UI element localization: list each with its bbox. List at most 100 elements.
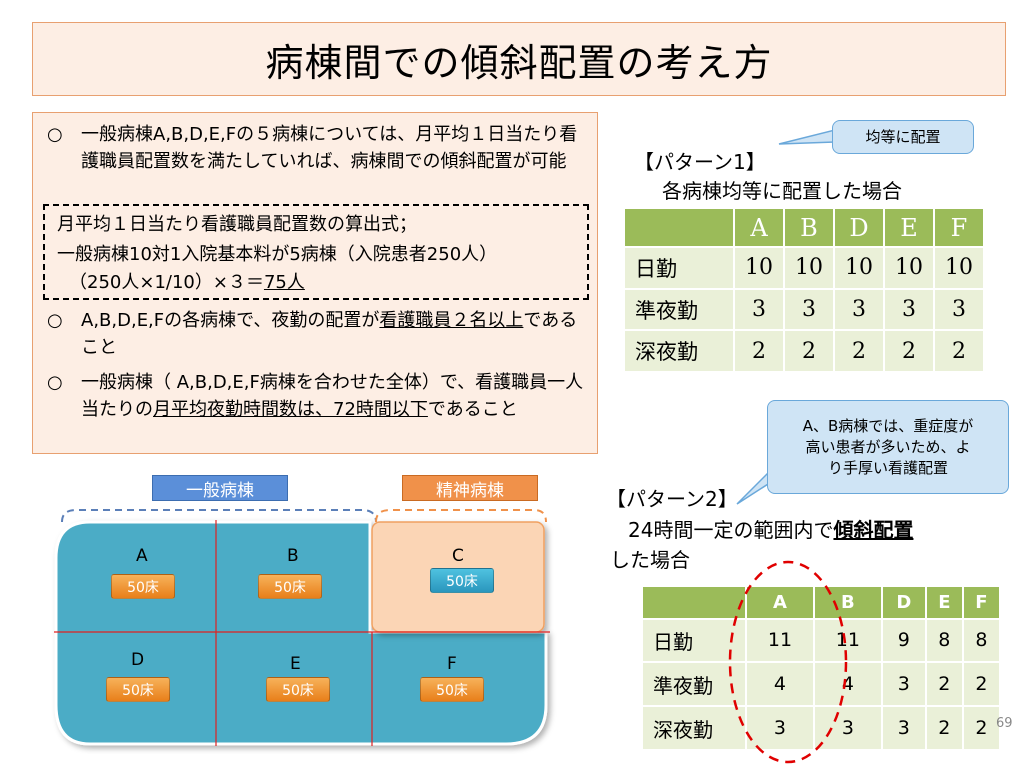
rule-1-text: 一般病棟A,B,D,E,Fの５病棟については、月平均１日当たり看護職員配置数を満… bbox=[81, 124, 578, 172]
formula-result: 75人 bbox=[263, 272, 305, 293]
row-label: 日勤 bbox=[623, 246, 735, 290]
table-cell: 2 bbox=[833, 329, 885, 373]
callout-2-line: 高い患者が多いため、よ bbox=[805, 437, 971, 456]
header-cell: E bbox=[883, 206, 935, 249]
ward-d-beds: 50床 bbox=[106, 677, 170, 702]
table-row: 深夜勤 3 3 3 2 2 bbox=[641, 705, 1002, 751]
table-cell: 3 bbox=[733, 287, 785, 332]
table-row: 準夜勤 3 3 3 3 3 bbox=[623, 287, 985, 332]
psych-ward-tag: 精神病棟 bbox=[402, 475, 538, 501]
rule-3-part: 一般病棟（ A,B,D,E,F病棟を合わせた全体）で、看護職員一人当たりの bbox=[81, 372, 584, 420]
table-row: 日勤 11 11 9 8 8 bbox=[641, 617, 1002, 664]
table-cell: 8 bbox=[924, 617, 964, 664]
table-cell: 8 bbox=[961, 617, 1002, 664]
table-cell: 2 bbox=[961, 661, 1002, 708]
table-row: 日勤 10 10 10 10 10 bbox=[623, 246, 985, 290]
callout-weighted-allocation: A、B病棟では、重症度が 高い患者が多いため、よ り手厚い看護配置 bbox=[767, 400, 1009, 494]
table-cell: 2 bbox=[933, 329, 985, 373]
table-cell: 4 bbox=[745, 661, 815, 708]
header-cell: F bbox=[961, 585, 1002, 620]
table-cell: 2 bbox=[883, 329, 935, 373]
table-corner-cell bbox=[641, 585, 747, 620]
table-cell: 4 bbox=[812, 661, 883, 708]
formula-line-1: 一般病棟10対1入院基本料が5病棟（入院患者250人） bbox=[57, 244, 498, 265]
table-cell: 10 bbox=[783, 246, 835, 290]
ward-name-d: D bbox=[131, 650, 145, 670]
rule-2-part: であること bbox=[81, 310, 578, 358]
ward-name-f: F bbox=[447, 654, 457, 674]
pattern-2-desc: 24時間一定の範囲内で傾斜配置 bbox=[628, 514, 913, 543]
table-cell: 9 bbox=[880, 617, 927, 664]
table-cell: 3 bbox=[880, 661, 927, 708]
row-label: 深夜勤 bbox=[641, 705, 747, 751]
table-cell: 10 bbox=[733, 246, 785, 290]
table-cell: 2 bbox=[924, 705, 964, 751]
pattern-2-emphasis: 傾斜配置 bbox=[833, 518, 914, 542]
pattern-1-table: A B D E F 日勤 10 10 10 10 10 準夜勤 3 3 3 3 … bbox=[623, 206, 985, 373]
table-cell: 11 bbox=[812, 617, 883, 664]
table-row: 深夜勤 2 2 2 2 2 bbox=[623, 329, 985, 373]
pattern-1-label: 【パターン1】 bbox=[634, 150, 766, 174]
table-cell: 3 bbox=[933, 287, 985, 332]
ward-name-b: B bbox=[287, 546, 299, 566]
header-cell: D bbox=[833, 206, 885, 249]
header-cell: E bbox=[924, 585, 964, 620]
table-cell: 3 bbox=[745, 705, 815, 751]
page-number: 69 bbox=[996, 716, 1013, 731]
table-cell: 3 bbox=[833, 287, 885, 332]
ward-name-e: E bbox=[290, 654, 301, 674]
ward-e-beds: 50床 bbox=[266, 677, 330, 702]
ward-f-beds: 50床 bbox=[420, 677, 484, 702]
row-label: 深夜勤 bbox=[623, 329, 735, 373]
table-cell: 10 bbox=[883, 246, 935, 290]
ward-a-beds: 50床 bbox=[111, 574, 175, 599]
table-cell: 10 bbox=[933, 246, 985, 290]
ward-c-beds: 50床 bbox=[430, 568, 494, 593]
ward-b-beds: 50床 bbox=[258, 574, 322, 599]
table-corner-cell bbox=[623, 206, 735, 249]
table-cell: 2 bbox=[783, 329, 835, 373]
table-cell: 3 bbox=[812, 705, 883, 751]
formula-title: 月平均１日当たり看護職員配置数の算出式； bbox=[57, 214, 417, 235]
bullet-circle: ○ bbox=[47, 124, 63, 145]
callout-1-tail bbox=[778, 129, 835, 145]
table-cell: 3 bbox=[783, 287, 835, 332]
rule-2-text: A,B,D,E,Fの各病棟で、夜勤の配置が看護職員２名以上であること bbox=[81, 307, 591, 361]
header-cell: F bbox=[933, 206, 985, 249]
general-ward-tag: 一般病棟 bbox=[152, 475, 288, 501]
pattern-2-table: A B D E F 日勤 11 11 9 8 8 準夜勤 4 4 3 2 2 深… bbox=[641, 585, 1002, 751]
table-header-row: A B D E F bbox=[641, 585, 1002, 620]
header-cell: D bbox=[880, 585, 927, 620]
callout-2-line: A、B病棟では、重症度が bbox=[802, 416, 974, 435]
table-row: 準夜勤 4 4 3 2 2 bbox=[641, 661, 1002, 708]
table-cell: 3 bbox=[880, 705, 927, 751]
header-cell: B bbox=[783, 206, 835, 249]
bullet-circle: ○ bbox=[47, 310, 63, 331]
rule-2-part: A,B,D,E,Fの各病棟で、夜勤の配置が bbox=[81, 310, 380, 331]
callout-2-line: り手厚い看護配置 bbox=[827, 458, 948, 477]
rules-box: ○ 一般病棟A,B,D,E,Fの５病棟については、月平均１日当たり看護職員配置数… bbox=[32, 112, 598, 454]
highlight-ellipse bbox=[728, 560, 848, 764]
rule-2-underlined: 看護職員２名以上 bbox=[379, 310, 524, 331]
row-label: 準夜勤 bbox=[623, 287, 735, 332]
header-cell: B bbox=[812, 585, 883, 620]
formula-expression: （250人×1/10）×３＝ bbox=[69, 272, 264, 293]
ward-diagram bbox=[54, 509, 550, 746]
slide-title-box: 病棟間での傾斜配置の考え方 bbox=[32, 22, 1006, 96]
table-cell: 11 bbox=[745, 617, 815, 664]
slide-title: 病棟間での傾斜配置の考え方 bbox=[265, 40, 773, 85]
bullet-circle: ○ bbox=[47, 372, 63, 393]
pattern-1-desc: 各病棟均等に配置した場合 bbox=[662, 179, 902, 203]
callout-1-text: 均等に配置 bbox=[865, 127, 941, 146]
header-cell: A bbox=[745, 585, 815, 620]
pattern-2-label: 【パターン2】 bbox=[606, 487, 738, 511]
formula-line-2: （250人×1/10）×３＝75人 bbox=[69, 270, 305, 296]
rule-3-text: 一般病棟（ A,B,D,E,F病棟を合わせた全体）で、看護職員一人当たりの月平均… bbox=[81, 369, 591, 423]
general-bracket bbox=[61, 509, 377, 523]
table-cell: 2 bbox=[961, 705, 1002, 751]
ward-name-c: C bbox=[452, 546, 464, 566]
psych-bracket bbox=[375, 509, 547, 523]
formula-box: 月平均１日当たり看護職員配置数の算出式； 一般病棟10対1入院基本料が5病棟（入… bbox=[43, 204, 589, 300]
callout-equal-allocation: 均等に配置 bbox=[832, 120, 974, 154]
header-cell: A bbox=[733, 206, 785, 249]
